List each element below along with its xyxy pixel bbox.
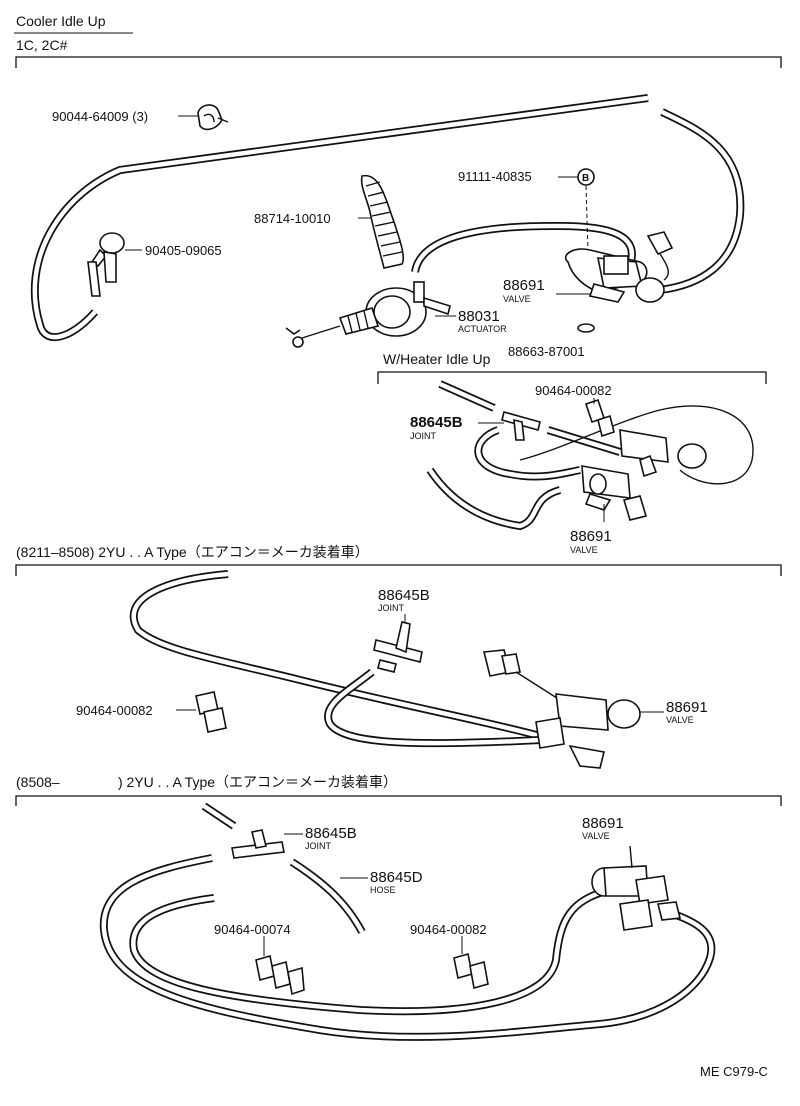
label-88645b-s3: 88645B <box>305 825 357 842</box>
hose-protector-88714-icon <box>360 175 405 269</box>
label-88645d: 88645D <box>370 869 423 886</box>
label-90044-64009: 90044-64009 (3) <box>52 109 148 124</box>
label-88663-87001: 88663-87001 <box>508 344 585 359</box>
diagram-title: Cooler Idle Up <box>16 13 106 29</box>
clamp-90044-icon <box>197 104 229 131</box>
section2-clip-icon <box>195 691 227 733</box>
label-88691-s2: 88691 <box>666 699 708 716</box>
caption-valve-s3: VALVE <box>582 831 610 841</box>
caption-joint-heater: JOINT <box>410 431 437 441</box>
section2-bracket <box>15 564 782 576</box>
label-90464-00082-heater: 90464-00082 <box>535 383 612 398</box>
label-88645b-heater: 88645B <box>410 414 463 431</box>
heater-subsection-title: W/Heater Idle Up <box>383 351 491 367</box>
vacuum-joint-90405-icon <box>87 232 125 297</box>
caption-valve-s1: VALVE <box>503 294 531 304</box>
label-88691-s3: 88691 <box>582 815 624 832</box>
bolt-b-letter: B <box>582 173 589 184</box>
section1-main-hose <box>30 94 745 342</box>
caption-valve-s2: VALVE <box>666 715 694 725</box>
washer-88663-icon <box>577 323 595 333</box>
caption-hose-s3: HOSE <box>370 885 396 895</box>
label-90405-09065: 90405-09065 <box>145 243 222 258</box>
label-88714-10010: 88714-10010 <box>254 211 331 226</box>
section3-bracket <box>15 795 782 806</box>
actuator-88031-icon <box>285 281 451 348</box>
section3-title-b: ) 2YU . . A Type（エアコン＝メーカ装着車） <box>118 774 397 790</box>
caption-actuator: ACTUATOR <box>458 324 507 334</box>
bolt-b-marker-icon <box>577 168 595 186</box>
vacuum-switching-valve-icon <box>565 231 674 303</box>
caption-joint-s3: JOINT <box>305 841 332 851</box>
label-90464-00074: 90464-00074 <box>214 922 291 937</box>
label-88031: 88031 <box>458 308 500 325</box>
footer-code: ME C979-C <box>700 1064 768 1079</box>
heater-hoses <box>426 380 754 531</box>
section3-valve-icon <box>591 845 681 931</box>
section3-joint-icon <box>231 829 285 859</box>
caption-valve-heater: VALVE <box>570 545 598 555</box>
section2-hoses <box>129 570 542 748</box>
section2-valve-icon <box>482 649 641 769</box>
section1-bracket <box>15 56 782 68</box>
section2-joint-icon <box>373 621 423 673</box>
bolt-dashed-line <box>585 185 589 251</box>
label-88645b-s2: 88645B <box>378 587 430 604</box>
caption-joint-s2: JOINT <box>378 603 405 613</box>
label-90464-00082-s2: 90464-00082 <box>76 703 153 718</box>
label-88691-s1: 88691 <box>503 277 545 294</box>
heater-joint-icon <box>501 411 541 441</box>
heater-clip-icon <box>584 398 615 438</box>
label-91111-40835: 91111-40835 <box>458 169 532 184</box>
section3-clip1-icon <box>255 954 305 996</box>
heater-bracket <box>377 371 767 384</box>
engine-label: 1C, 2C# <box>16 37 68 53</box>
label-90464-00082-s3: 90464-00082 <box>410 922 487 937</box>
label-88691-heater: 88691 <box>570 528 612 545</box>
heater-valves-icon <box>581 429 707 521</box>
section3-hoses <box>99 802 716 1041</box>
section3-title-a: (8508– <box>16 774 60 790</box>
section2-title: (8211–8508) 2YU . . A Type（エアコン＝メーカ装着車） <box>16 544 369 560</box>
section3-clip2-icon <box>453 952 489 990</box>
